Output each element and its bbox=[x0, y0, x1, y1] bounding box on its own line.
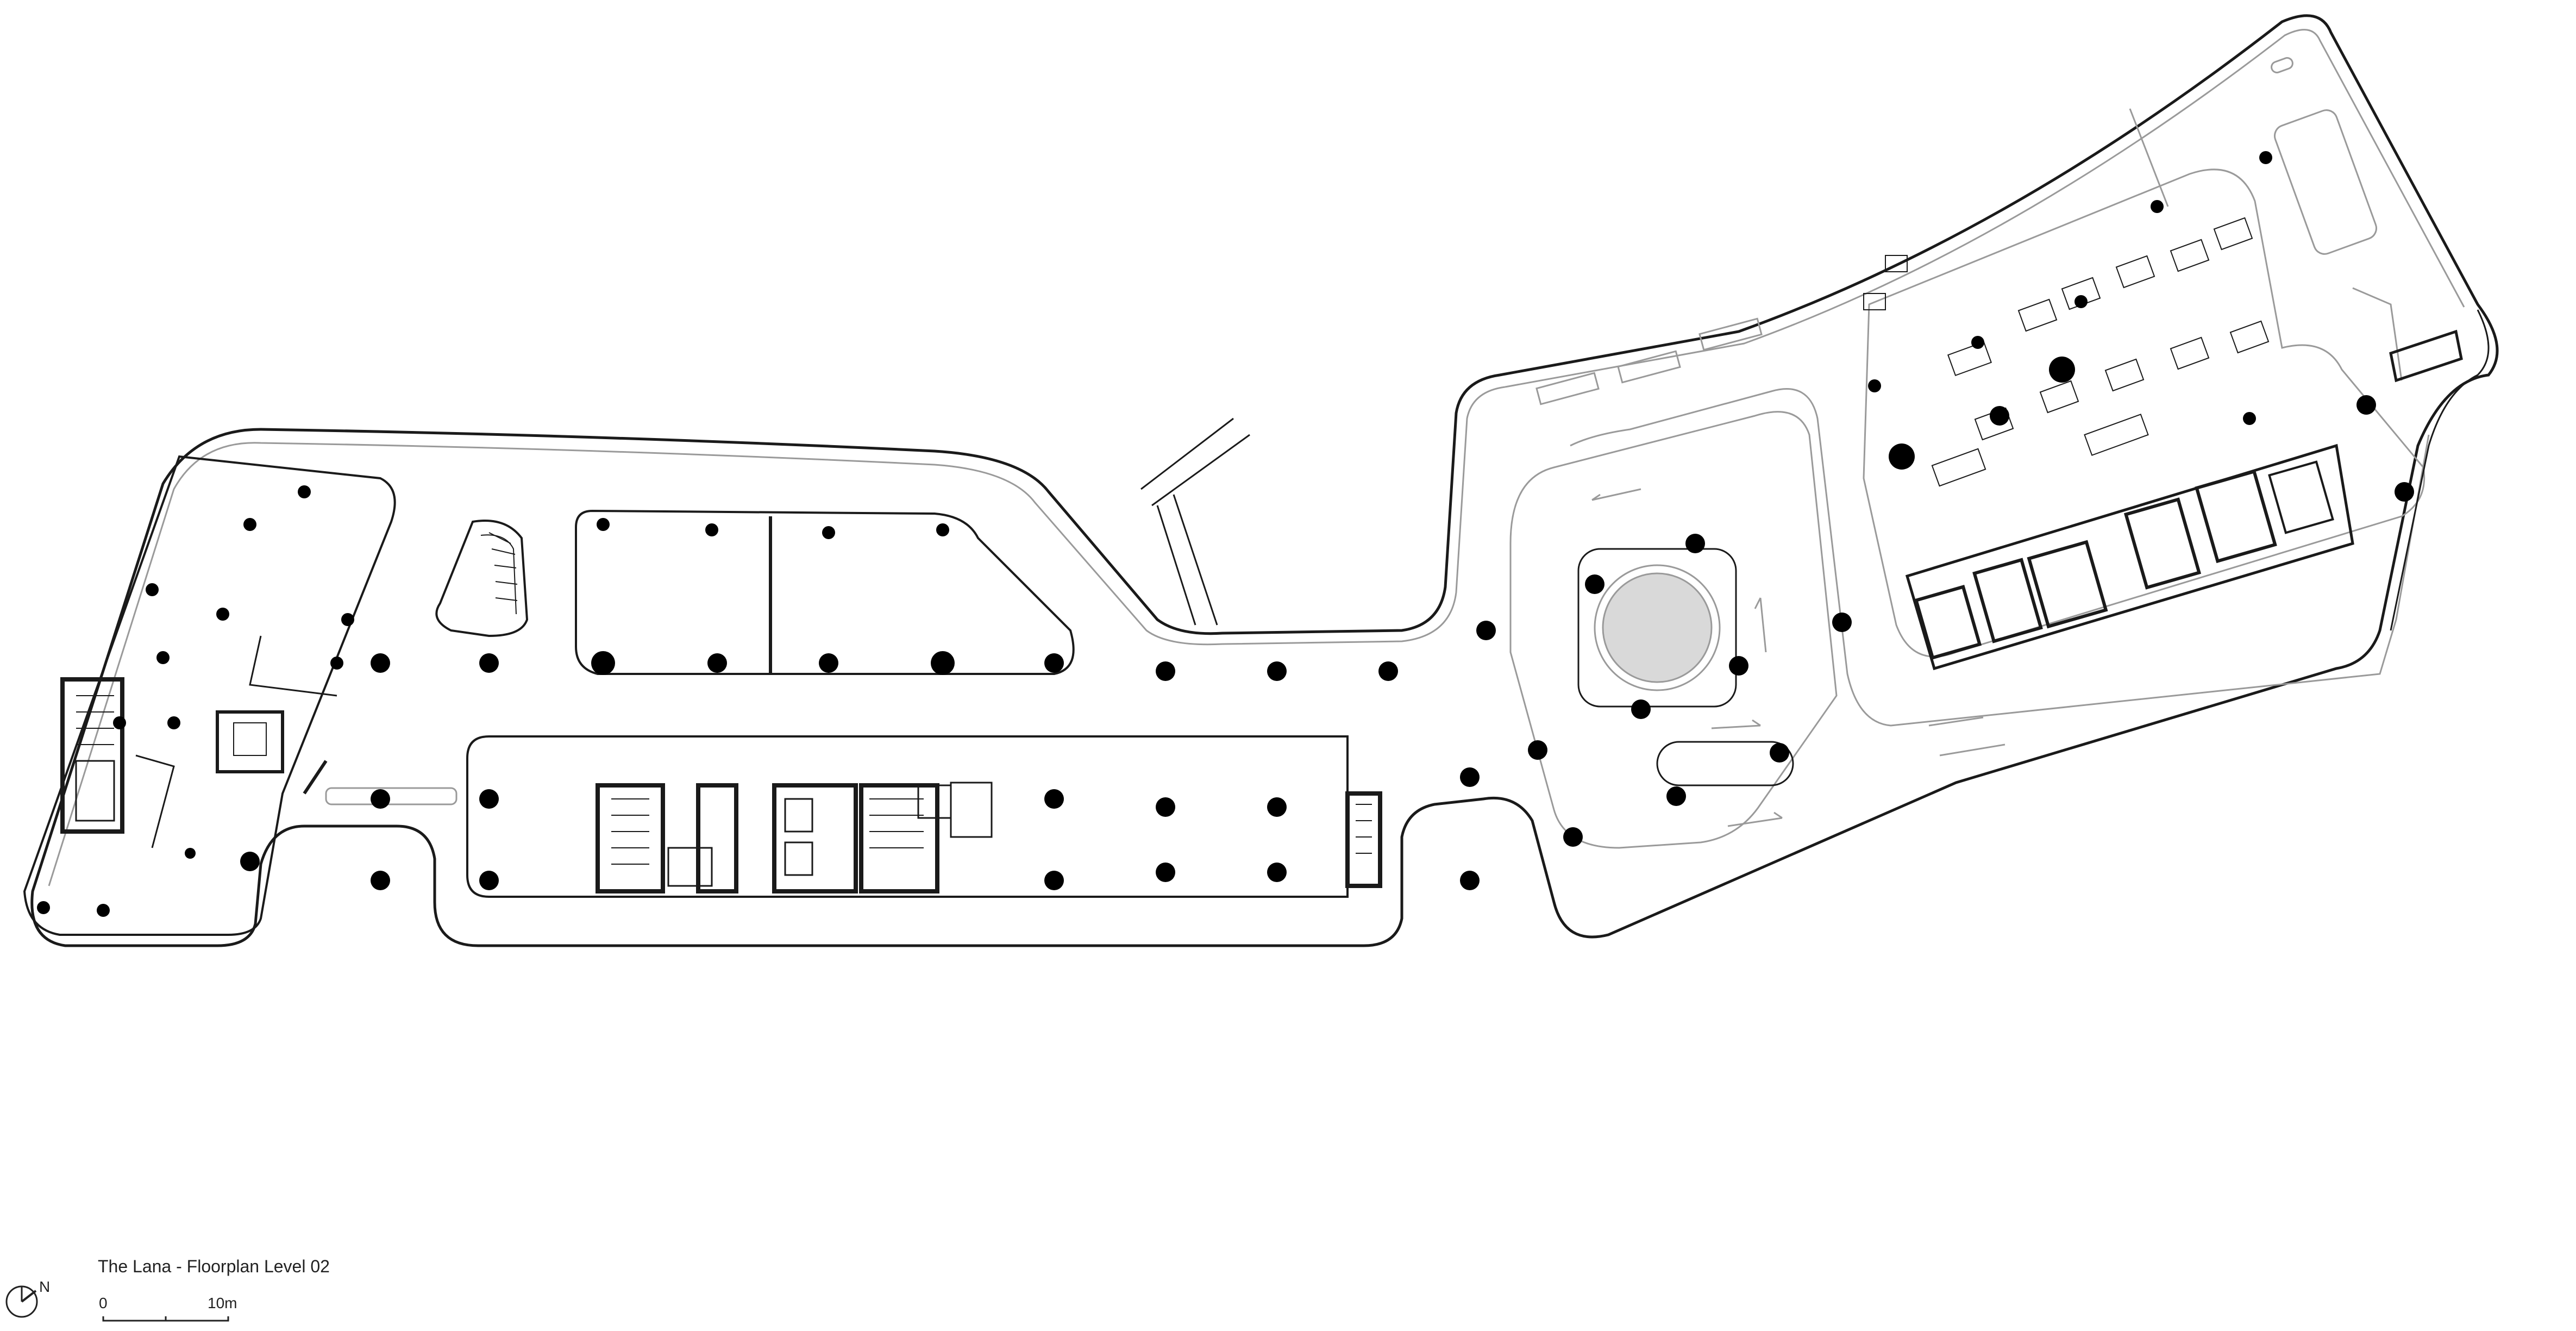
spiral-stair bbox=[435, 520, 529, 638]
building-outline bbox=[30, 14, 2499, 947]
podium-block bbox=[466, 735, 1382, 898]
north-rooms bbox=[575, 509, 1075, 675]
external-stair bbox=[1140, 417, 1250, 626]
plaza bbox=[1509, 388, 2430, 849]
north-arrow-icon bbox=[5, 1285, 38, 1318]
north-label: N bbox=[39, 1278, 51, 1295]
scale-start-label: 0 bbox=[99, 1295, 108, 1311]
scale-bar-icon bbox=[102, 1316, 229, 1322]
west-wing bbox=[23, 455, 457, 936]
scale-end-label: 10m bbox=[208, 1295, 237, 1311]
structural-columns bbox=[37, 151, 2414, 917]
drawing-title: The Lana - Floorplan Level 02 bbox=[98, 1257, 330, 1276]
east-wing bbox=[1535, 57, 2490, 671]
